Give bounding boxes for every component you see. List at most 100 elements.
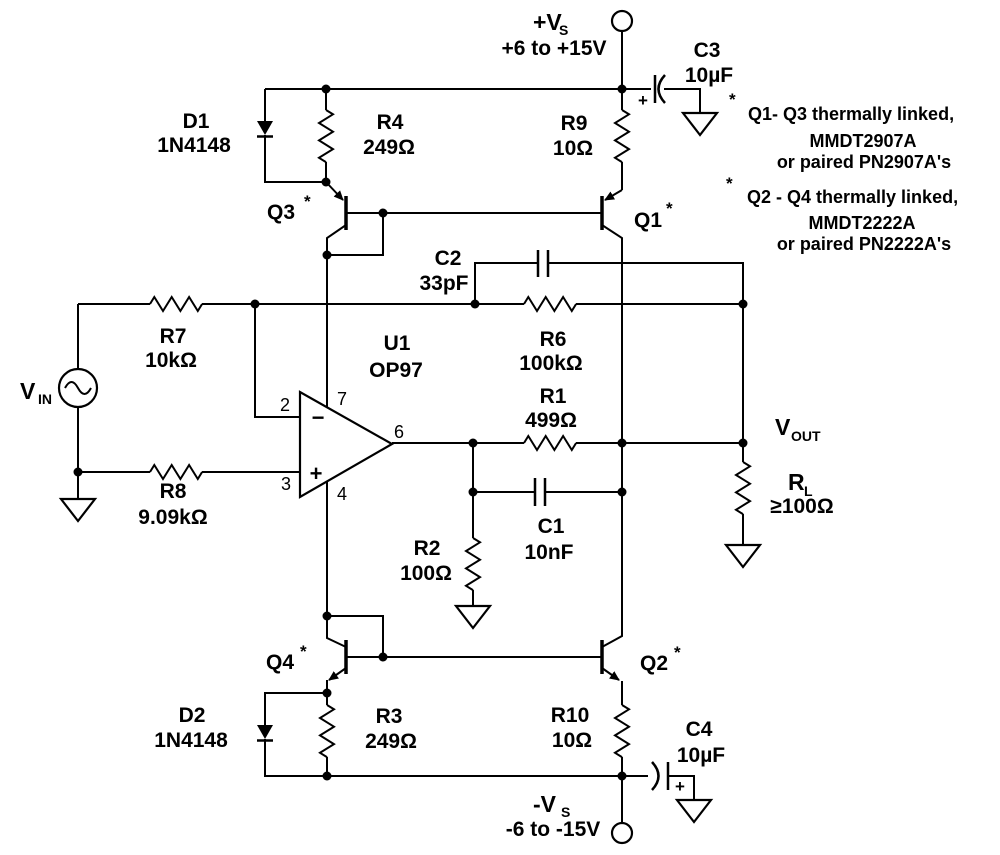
opamp-inv-sign: − bbox=[312, 405, 325, 430]
r9-resistor-symbol bbox=[613, 109, 631, 163]
vin-ground-symbol bbox=[58, 497, 98, 523]
transistor-symbols bbox=[325, 181, 623, 681]
c1-value-label: 10nF bbox=[524, 541, 573, 564]
c4-value-label: 10µF bbox=[677, 744, 725, 767]
r7-resistor-symbol bbox=[149, 295, 203, 313]
note2-line1: Q2 - Q4 thermally linked, bbox=[747, 187, 958, 207]
junction-dots bbox=[73, 84, 748, 781]
q4-npn-symbol bbox=[328, 640, 348, 681]
q2-ref-label: Q2 bbox=[640, 652, 668, 675]
r8-ref-label: R8 bbox=[160, 480, 187, 503]
note-q2-q4: * Q2 - Q4 thermally linked, MMDT2222A or… bbox=[726, 174, 958, 254]
note2-line2: MMDT2222A bbox=[808, 213, 915, 233]
note-q1-q3: * Q1- Q3 thermally linked, MMDT2907A or … bbox=[729, 90, 954, 172]
c3-value-label: 10µF bbox=[685, 64, 733, 87]
r2-ref-label: R2 bbox=[414, 537, 441, 560]
note2-star: * bbox=[726, 174, 733, 193]
note1-line1: Q1- Q3 thermally linked, bbox=[748, 104, 954, 124]
r7-value-label: 10kΩ bbox=[145, 349, 197, 372]
r9-value-label: 10Ω bbox=[553, 137, 593, 160]
vpos-label: +V bbox=[533, 9, 562, 35]
vout-label: V bbox=[775, 414, 791, 440]
r8-value-label: 9.09kΩ bbox=[138, 506, 207, 529]
q3-collector-wire bbox=[326, 224, 347, 255]
q4-diode-loop-wire bbox=[327, 615, 384, 657]
r10-resistor-symbol bbox=[613, 704, 631, 758]
opamp-pin6-label: 6 bbox=[394, 422, 404, 442]
c3-ref-label: C3 bbox=[694, 39, 721, 62]
r4-value-label: 249Ω bbox=[363, 136, 415, 159]
opamp-pin4-label: 4 bbox=[337, 484, 347, 504]
vin-label: V bbox=[20, 378, 36, 404]
vneg-label: -V bbox=[533, 791, 557, 817]
labels: +V S +6 to +15V -V S -6 to -15V C3 10µF … bbox=[20, 9, 958, 841]
r4-ref-label: R4 bbox=[377, 111, 404, 134]
capacitor-symbols bbox=[533, 74, 670, 791]
r3-ref-label: R3 bbox=[376, 705, 403, 728]
rl-label: R bbox=[788, 469, 805, 495]
r7-ref-label: R7 bbox=[160, 325, 187, 348]
c4-polarity-label: + bbox=[675, 777, 685, 796]
r3-value-label: 249Ω bbox=[365, 730, 417, 753]
opamp-pin7-label: 7 bbox=[337, 389, 347, 409]
vin-source-symbol bbox=[57, 367, 99, 409]
vneg-range-label: -6 to -15V bbox=[506, 818, 601, 841]
note1-line2: MMDT2907A bbox=[809, 131, 916, 151]
c3-polarity-label: + bbox=[638, 91, 648, 110]
c1-ref-label: C1 bbox=[538, 515, 565, 538]
q1-star-label: * bbox=[666, 199, 673, 218]
rl-value-label: ≥100Ω bbox=[770, 495, 833, 518]
vneg-sub-label: S bbox=[561, 804, 570, 820]
note1-line3: or paired PN2907A's bbox=[777, 152, 951, 172]
vneg-terminal bbox=[610, 821, 634, 845]
c4-right-wire bbox=[668, 775, 695, 800]
q3-pnp-symbol bbox=[325, 181, 348, 230]
q1-pnp-symbol bbox=[600, 189, 623, 230]
r4-resistor-symbol bbox=[317, 109, 335, 163]
r2-value-label: 100Ω bbox=[400, 562, 452, 585]
r8-resistor-symbol bbox=[149, 463, 203, 481]
q3-ref-label: Q3 bbox=[267, 201, 295, 224]
resistor-symbols bbox=[149, 109, 752, 758]
opamp-noninv-sign: + bbox=[310, 461, 323, 486]
r9-ref-label: R9 bbox=[561, 112, 588, 135]
q4-ref-label: Q4 bbox=[266, 651, 294, 674]
d1-diode-symbol bbox=[257, 121, 273, 138]
r10-value-label: 10Ω bbox=[552, 729, 592, 752]
q3-diode-loop-wire bbox=[327, 213, 384, 256]
r10-ref-label: R10 bbox=[551, 704, 590, 727]
c4-ref-label: C4 bbox=[686, 718, 713, 741]
r1-value-label: 499Ω bbox=[525, 409, 577, 432]
c2-branch-wires bbox=[474, 262, 744, 305]
d2-wires bbox=[264, 692, 327, 777]
vin-sub-label: IN bbox=[38, 391, 52, 407]
note2-line3: or paired PN2222A's bbox=[777, 234, 951, 254]
vpos-terminal bbox=[610, 9, 634, 33]
vpos-sub-label: S bbox=[559, 22, 568, 38]
r6-resistor-symbol bbox=[523, 295, 577, 313]
q1-collector-rail-wire bbox=[601, 224, 623, 648]
r1-resistor-symbol bbox=[523, 434, 577, 452]
wires bbox=[77, 31, 744, 823]
diode-symbols bbox=[257, 121, 273, 742]
opamp-part-label: OP97 bbox=[369, 359, 423, 382]
pin2-wire bbox=[254, 304, 300, 418]
c2-value-label: 33pF bbox=[419, 272, 468, 295]
opamp-pin2-label: 2 bbox=[280, 395, 290, 415]
d1-ref-label: D1 bbox=[183, 110, 210, 133]
opamp-ref-label: U1 bbox=[384, 332, 411, 355]
c3-right-wire bbox=[664, 88, 701, 113]
opamp-pin3-label: 3 bbox=[281, 474, 291, 494]
q2-npn-symbol bbox=[600, 640, 620, 681]
r3-resistor-symbol bbox=[318, 704, 336, 758]
r1-ref-label: R1 bbox=[540, 385, 567, 408]
c3-ground-symbol bbox=[680, 111, 720, 137]
d2-ref-label: D2 bbox=[179, 704, 206, 727]
note1-star: * bbox=[729, 90, 736, 109]
c1-capacitor-symbol bbox=[533, 478, 547, 506]
rl-sub-label: L bbox=[804, 483, 813, 499]
d1-part-label: 1N4148 bbox=[157, 134, 231, 157]
c4-ground-symbol bbox=[674, 798, 714, 824]
r2-resistor-symbol bbox=[464, 537, 482, 591]
q3-star-label: * bbox=[304, 192, 311, 211]
